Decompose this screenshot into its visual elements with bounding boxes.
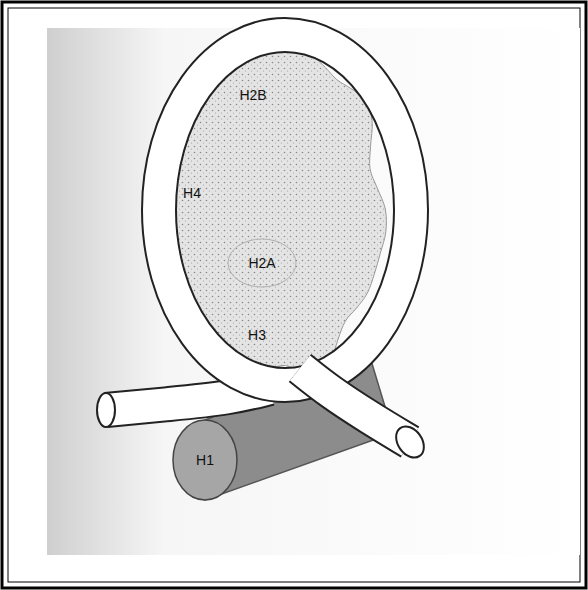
histone-octamer (157, 31, 386, 376)
dna-end-cap (97, 393, 115, 427)
h1-cylinder-face (173, 420, 237, 500)
histone-label: H3 (248, 328, 266, 342)
dna-end-cap (390, 421, 429, 463)
histone-octamer-shape (157, 37, 389, 382)
h2a-subunit (228, 239, 296, 287)
histone-label: H2A (248, 256, 275, 270)
histone-label: H1 (196, 453, 214, 467)
inner-frame (8, 8, 580, 582)
histone-label: H4 (183, 186, 201, 200)
histone-core: H2B H4H2A H3 (157, 37, 389, 382)
h1-cylinder-shape (165, 345, 395, 510)
histone-label: H2B (239, 88, 266, 102)
linker-histone: H1 (165, 345, 395, 510)
photo-panel (47, 28, 580, 555)
